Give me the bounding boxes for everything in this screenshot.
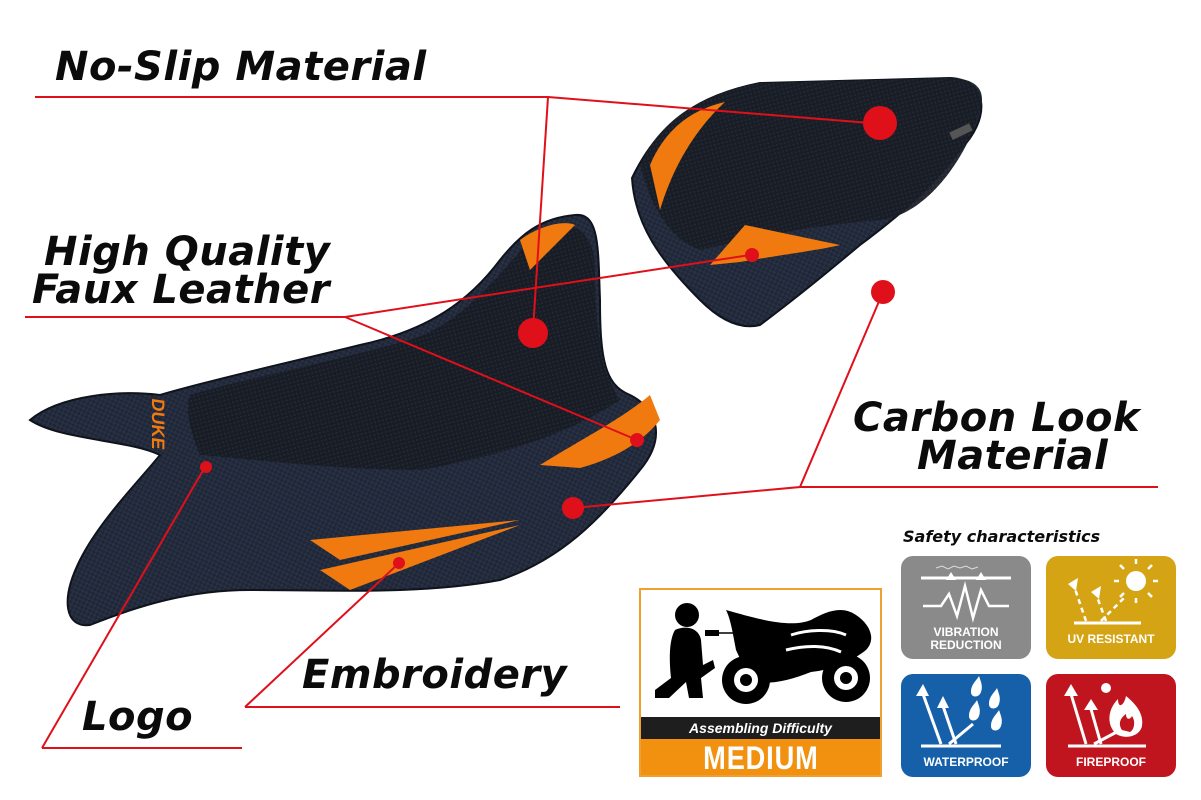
assembly-difficulty-badge: Assembling Difficulty MEDIUM — [639, 588, 882, 777]
flame-icon — [1064, 683, 1146, 748]
label-carbon-look-line1: Carbon Look — [853, 395, 1141, 441]
tile-fireproof-label: FIREPROOF — [1075, 755, 1146, 769]
mechanic-motorcycle-icon — [655, 603, 872, 704]
label-carbon-look-line2: Material — [917, 433, 1109, 479]
safety-characteristics-title: Safety characteristics — [903, 527, 1101, 546]
callout-lines — [25, 96, 1158, 749]
tile-vibration-label-line1: VIBRATION — [933, 625, 999, 639]
water-drops-icon — [916, 676, 1002, 748]
tile-waterproof: WATERPROOF — [901, 674, 1031, 777]
assembly-level-text: MEDIUM — [702, 740, 819, 776]
callout-dots — [200, 106, 897, 569]
tile-uv-label: UV RESISTANT — [1067, 632, 1155, 646]
sun-uv-icon — [1068, 559, 1158, 625]
tile-uv-resistant: UV RESISTANT — [1046, 556, 1176, 659]
tile-fireproof: FIREPROOF — [1046, 674, 1176, 777]
assembly-difficulty-level: MEDIUM — [641, 739, 880, 776]
label-faux-leather-line1: High Quality — [44, 229, 331, 275]
vibration-icon — [921, 565, 1011, 623]
rear-seat — [630, 76, 983, 328]
label-faux-leather-line2: Faux Leather — [32, 267, 330, 313]
tile-waterproof-label: WATERPROOF — [923, 755, 1009, 769]
tile-vibration-reduction: VIBRATION REDUCTION — [901, 556, 1031, 659]
assembly-difficulty-title: Assembling Difficulty — [641, 717, 880, 739]
label-logo: Logo — [82, 694, 194, 740]
tile-vibration-label-line2: REDUCTION — [930, 638, 1002, 652]
label-embroidery: Embroidery — [302, 652, 568, 698]
label-no-slip-material: No-Slip Material — [55, 44, 427, 90]
front-seat — [28, 213, 660, 627]
seat-logo-text: DUKE — [148, 397, 168, 452]
